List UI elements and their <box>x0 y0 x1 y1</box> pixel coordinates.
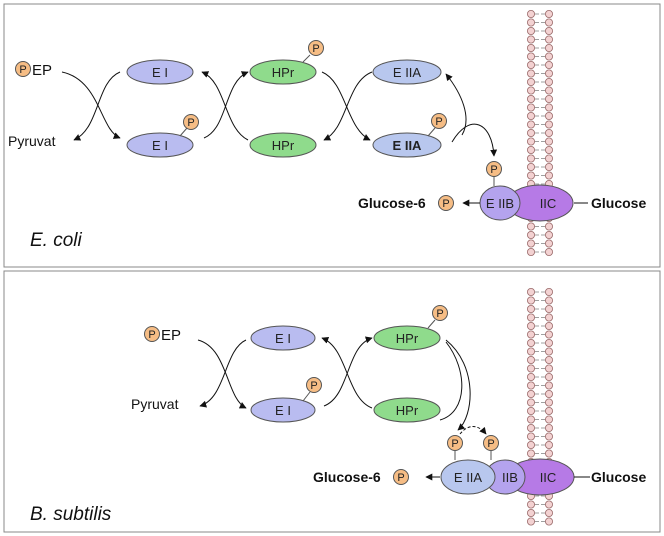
ecoli-hpr-bottom <box>249 132 317 158</box>
bs-hpr-bottom-label: HPr <box>396 403 419 418</box>
ecoli-e2a-top-label: E IIA <box>393 65 422 80</box>
bs-hpr-phosphate <box>432 305 448 321</box>
svg-text:P: P <box>451 438 458 450</box>
ecoli-glucose6-label: Glucose-6 <box>358 195 426 211</box>
ecoli-pep-label: EP <box>32 62 52 79</box>
ecoli-glucose6-phosphate <box>438 195 454 211</box>
bs-arrow-pep-to-e1p <box>197 339 247 409</box>
ecoli-e2a-bottom <box>372 132 442 158</box>
ecoli-pep-p-label: P <box>19 64 26 76</box>
bs-pep-phosphate <box>144 326 160 342</box>
svg-text:P: P <box>490 164 497 176</box>
ecoli-e2a-phosphate <box>431 113 447 129</box>
ecoli-e1-bottom-label: E I <box>152 138 168 153</box>
bs-e1-top <box>250 325 316 351</box>
ecoli-arrow-hprp-to-e2ap <box>321 71 371 141</box>
ecoli-pep-phosphate <box>15 61 31 77</box>
bs-arrow-e2a-to-e2b-dashed <box>459 426 487 435</box>
svg-text:P: P <box>187 117 194 129</box>
ecoli-e1-top <box>126 59 194 85</box>
ecoli-panel <box>3 3 661 268</box>
bs-e2b-label: IIB <box>502 470 518 485</box>
bs-arrow-e1p-to-hprp <box>323 336 373 407</box>
bs-organism-label: B. subtilis <box>30 504 112 525</box>
ecoli-glucose-label: Glucose <box>591 195 646 211</box>
svg-text:P: P <box>436 308 443 320</box>
bs-e1-phosphate <box>306 377 322 393</box>
bs-arrow-e2a-to-hpr <box>439 341 463 421</box>
ecoli-arrow-pep-to-e1p <box>61 71 121 139</box>
bs-e1-top-label: E I <box>275 331 291 346</box>
bs-e1-bottom-label: E I <box>275 403 291 418</box>
ecoli-arrow-e2ap-to-e2b <box>451 123 498 157</box>
ecoli-hpr-bottom-label: HPr <box>272 138 295 153</box>
bs-glucose6-phosphate <box>393 469 409 485</box>
bs-e2a-label: E IIA <box>454 470 483 485</box>
ecoli-e2a-top <box>372 59 442 85</box>
bs-glucose6-label: Glucose-6 <box>313 469 381 485</box>
ecoli-e2b-label: E IIB <box>486 196 514 211</box>
ecoli-arrow-e1p-to-hprp <box>203 71 249 139</box>
ecoli-e1-bottom <box>126 132 194 158</box>
bs-arrow-e1-to-pyruvat <box>199 339 247 408</box>
bs-e2b-phosphate <box>483 435 499 451</box>
bsubtilis-panel <box>3 270 661 533</box>
ecoli-e2a-bottom-label: E IIA <box>393 138 423 153</box>
bs-hpr-bottom <box>373 397 441 423</box>
bs-pyruvat-label: Pyruvat <box>131 396 179 412</box>
bs-pep-label: EP <box>161 327 181 344</box>
bs-glucose-label: Glucose <box>591 469 646 485</box>
ecoli-pathway: P EP Pyruvat E I E I P HPr P HPr E IIA E… <box>8 40 646 251</box>
svg-text:P: P <box>397 472 404 484</box>
ecoli-organism-label: E. coli <box>30 230 83 251</box>
svg-text:P: P <box>312 43 319 55</box>
ecoli-arrow-e1-to-hpr <box>201 71 249 141</box>
ecoli-e2c-label: IIC <box>540 196 557 211</box>
bs-e2a <box>440 459 496 495</box>
bsubtilis-pathway: P EP Pyruvat E I E I P HPr P HPr IIC IIB… <box>30 305 646 525</box>
svg-text:P: P <box>487 438 494 450</box>
bs-hpr-top <box>373 325 441 351</box>
bs-e2c-label: IIC <box>540 470 557 485</box>
bs-hpr-top-label: HPr <box>396 331 419 346</box>
ecoli-pyruvat-label: Pyruvat <box>8 133 56 149</box>
ecoli-hpr-top <box>249 59 317 85</box>
bs-arrow-hprp-to-e2a <box>445 339 471 431</box>
ecoli-hpr-top-label: HPr <box>272 65 295 80</box>
svg-text:P: P <box>435 116 442 128</box>
ecoli-arrow-e1-to-pyruvat <box>73 71 121 141</box>
ecoli-e2b-phosphate <box>486 161 502 177</box>
bs-e2a-phosphate <box>447 435 463 451</box>
bs-e1-bottom <box>250 397 316 423</box>
svg-text:P: P <box>310 380 317 392</box>
ecoli-arrow-e2a-to-hpr <box>323 71 373 141</box>
ecoli-arrow-e2b-to-e2a <box>445 73 467 136</box>
ecoli-e1-top-label: E I <box>152 65 168 80</box>
svg-text:P: P <box>442 198 449 210</box>
svg-text:P: P <box>148 329 155 341</box>
ecoli-e1-phosphate <box>183 114 199 130</box>
ecoli-hpr-phosphate <box>308 40 324 56</box>
